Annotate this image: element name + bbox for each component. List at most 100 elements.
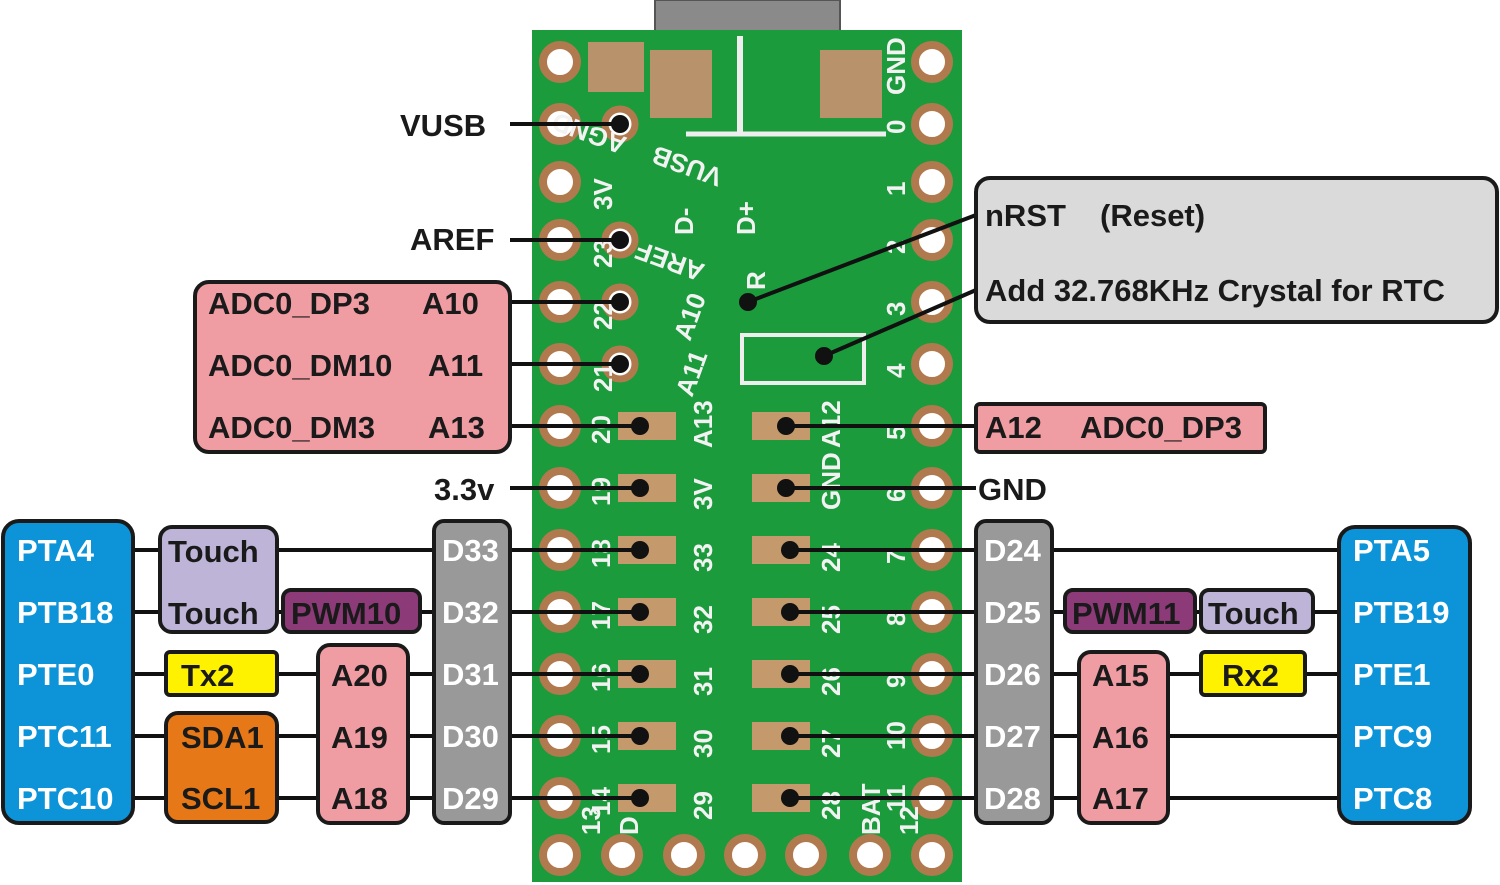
adc-pin: A13 <box>428 410 485 445</box>
connection-dot <box>777 417 795 435</box>
touch-box-left <box>158 525 279 634</box>
connection-dot <box>631 479 649 497</box>
silk-label: 25 <box>816 605 846 634</box>
tx2-box <box>164 650 279 697</box>
analog-right-column-box <box>1077 650 1170 825</box>
silk-label: 6 <box>881 488 911 502</box>
analog-left-box <box>193 280 512 454</box>
connection-dot <box>781 541 799 559</box>
silk-r: R <box>741 271 771 290</box>
port-label: PTC11 <box>17 719 112 754</box>
board-components <box>588 36 886 385</box>
analog-label: A15 <box>1092 658 1149 693</box>
wires <box>510 122 977 490</box>
port-label: PTA5 <box>1353 533 1430 568</box>
analog-a12-box <box>974 402 1267 454</box>
touch-label: Touch <box>168 534 259 569</box>
digital-label: D32 <box>442 595 499 630</box>
port-label: PTC8 <box>1353 781 1432 816</box>
connection-dots <box>611 115 833 807</box>
silk-13: 13 <box>576 806 606 835</box>
through-hole <box>539 834 581 876</box>
port-label: PTE0 <box>17 657 95 692</box>
silk-label: 15 <box>586 725 616 754</box>
digital-right-box <box>974 519 1054 825</box>
through-hole <box>911 834 953 876</box>
connection-dot <box>781 665 799 683</box>
silk-label: 3 <box>881 302 911 316</box>
connection-dot <box>611 231 629 249</box>
adc-name: ADC0_DP3 <box>208 286 370 321</box>
silk-label: 24 <box>816 543 846 572</box>
left-ports-box <box>1 519 135 825</box>
usb-connector <box>654 0 841 33</box>
touch-label: Touch <box>1208 596 1299 631</box>
silk-gnd: GND <box>881 37 911 95</box>
rx2-box <box>1199 650 1307 697</box>
connection-dot <box>777 479 795 497</box>
note-crystal: Add 32.768KHz Crystal for RTC <box>985 273 1445 308</box>
connection-dot <box>781 789 799 807</box>
port-label: PTC9 <box>1353 719 1432 754</box>
through-hole <box>601 834 643 876</box>
silk-label: 33 <box>688 543 718 572</box>
silk-label: GND <box>816 452 846 510</box>
silk-label: 4 <box>881 363 911 378</box>
label-vusb: VUSB <box>400 108 486 143</box>
through-hole <box>849 834 891 876</box>
smd-pad <box>820 50 882 118</box>
through-hole <box>911 41 953 83</box>
i2c-box <box>164 711 279 824</box>
through-hole <box>911 161 953 203</box>
analog-right-group: A12 ADC0_DP3 <box>974 402 1267 454</box>
serial-label: Tx2 <box>181 658 234 693</box>
silk-label: 30 <box>688 729 718 758</box>
label-aref: AREF <box>410 222 494 257</box>
port-label: PTC10 <box>17 781 113 816</box>
silk-label: 31 <box>688 667 718 696</box>
silk-label: 19 <box>586 477 616 506</box>
digital-label: D29 <box>442 781 499 816</box>
silk-12: 12 <box>894 806 924 835</box>
a12-name: ADC0_DP3 <box>1080 410 1242 445</box>
connection-dot <box>611 355 629 373</box>
note-group: nRST (Reset) Add 32.768KHz Crystal for R… <box>974 176 1499 324</box>
through-hole <box>724 834 766 876</box>
pwm-label: PWM10 <box>291 596 401 631</box>
digital-label: D25 <box>984 595 1041 630</box>
right-ports-box <box>1337 525 1472 825</box>
note-box <box>974 176 1499 324</box>
connection-dot <box>815 347 833 365</box>
a12-pin: A12 <box>985 410 1042 445</box>
connection-dot <box>631 727 649 745</box>
smd-pad <box>588 42 644 92</box>
connection-dot <box>631 665 649 683</box>
silk-label: 26 <box>816 667 846 696</box>
silk-label: 27 <box>816 729 846 758</box>
silk-label: 17 <box>586 601 616 630</box>
connection-dot <box>781 727 799 745</box>
port-label: PTA4 <box>17 533 95 568</box>
pcb-board <box>532 30 962 882</box>
port-label: PTB19 <box>1353 595 1449 630</box>
silk-label: 9 <box>881 674 911 688</box>
silk-label: 16 <box>586 663 616 692</box>
silk-label: A13 <box>688 400 718 448</box>
silk-label: 32 <box>688 605 718 634</box>
through-hole <box>539 41 581 83</box>
digital-label: D27 <box>984 719 1041 754</box>
connection-dot <box>611 293 629 311</box>
port-label: PTB18 <box>17 595 113 630</box>
silk-label: 1 <box>881 182 911 196</box>
digital-label: D33 <box>442 533 499 568</box>
silk-d-plus: D+ <box>731 201 761 235</box>
analog-left-column-box <box>316 643 410 825</box>
silk-label: 3V <box>588 178 618 210</box>
analog-label: A19 <box>331 720 388 755</box>
wire-reset <box>747 213 977 304</box>
touch-label: Touch <box>168 596 259 631</box>
digital-label: D31 <box>442 657 499 692</box>
analog-label: A16 <box>1092 720 1149 755</box>
silk-label: 29 <box>688 791 718 820</box>
through-hole <box>663 834 705 876</box>
